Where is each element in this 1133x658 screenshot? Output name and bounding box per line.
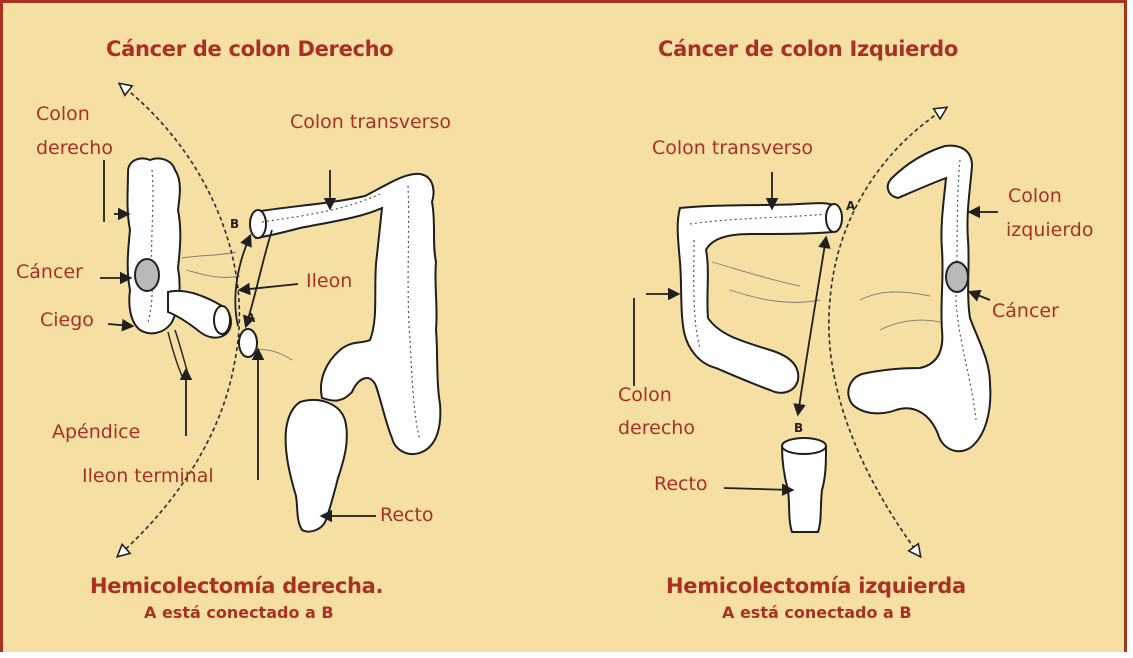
left-marker-b: B — [230, 217, 239, 231]
left-footer-subtitle: A está conectado a B — [144, 604, 334, 622]
left-label-apendice: Apéndice — [52, 422, 140, 444]
right-label-colon-derecho-line1: Colon — [618, 385, 672, 407]
right-tumor — [946, 262, 968, 292]
right-label-colon-izquierdo-line2: izquierdo — [1006, 220, 1094, 242]
left-ileum-stump — [239, 329, 257, 357]
right-label-colon-izquierdo-line1: Colon — [1008, 186, 1062, 208]
left-label-recto: Recto — [380, 505, 434, 527]
right-title: Cáncer de colon Izquierdo — [658, 37, 958, 61]
right-label-recto: Recto — [654, 474, 708, 496]
right-footer-subtitle: A está conectado a B — [722, 604, 912, 622]
left-title: Cáncer de colon Derecho — [106, 37, 393, 61]
right-left-colon — [848, 146, 990, 452]
right-label-colon-transverso: Colon transverso — [652, 138, 813, 160]
left-transverse-colon — [255, 174, 440, 454]
left-label-ciego: Ciego — [40, 310, 94, 332]
left-label-ileon-terminal: Ileon terminal — [82, 466, 214, 488]
left-label-cancer: Cáncer — [16, 262, 83, 284]
left-marker-a: A — [246, 311, 256, 325]
right-label-cancer: Cáncer — [992, 301, 1059, 323]
left-label-colon-derecho-line2: derecho — [36, 138, 113, 160]
right-label-colon-derecho-line2: derecho — [618, 418, 695, 440]
left-footer-title: Hemicolectomía derecha. — [90, 574, 383, 598]
left-appendix — [168, 330, 188, 376]
left-label-colon-derecho-line1: Colon — [36, 104, 90, 126]
right-marker-a: A — [846, 199, 856, 213]
right-footer-title: Hemicolectomía izquierda — [666, 574, 966, 598]
left-label-colon-transverso: Colon transverso — [290, 112, 451, 134]
left-label-ileon: Ileon — [306, 271, 352, 293]
left-tumor — [135, 259, 159, 291]
right-marker-b: B — [794, 421, 803, 435]
left-rectum — [286, 400, 347, 532]
